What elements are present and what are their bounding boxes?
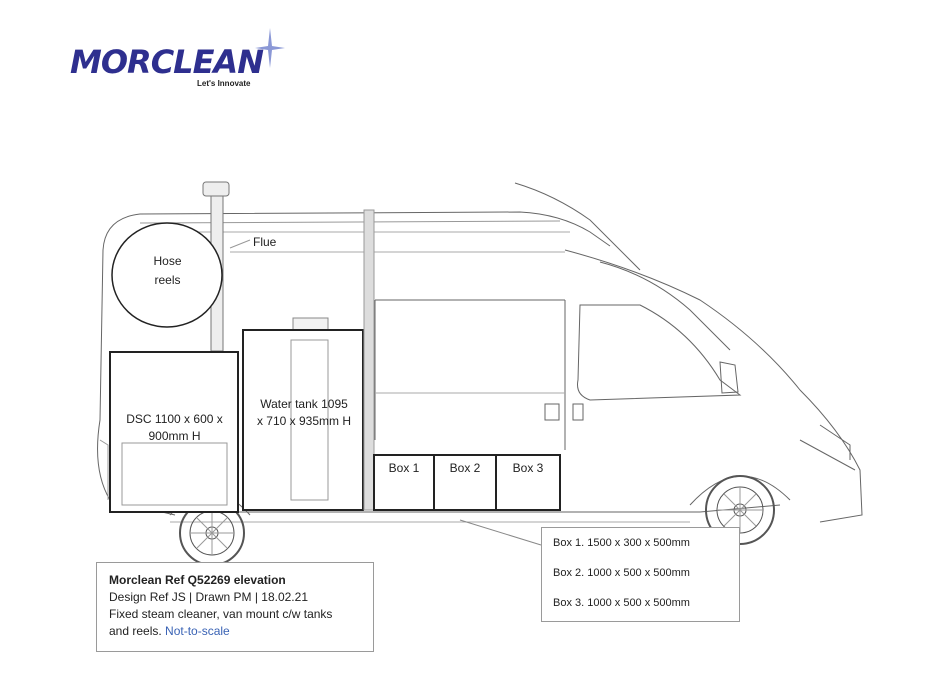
hose-reels-circle bbox=[111, 222, 223, 328]
box-1-shape bbox=[373, 454, 435, 511]
side-window bbox=[577, 304, 742, 401]
box-3-label: Box 3 bbox=[512, 461, 544, 475]
body-panel bbox=[374, 300, 566, 450]
van-rear bbox=[97, 249, 176, 516]
logo-wordmark: MORCLEAN bbox=[70, 43, 264, 81]
front-grille bbox=[799, 439, 856, 471]
water-tank-label-line1: Water tank 1095 bbox=[260, 397, 348, 411]
logo-tagline: Let's Innovate bbox=[197, 79, 251, 88]
van-roof bbox=[102, 211, 611, 251]
dsc-inner-panel bbox=[121, 442, 228, 506]
reference-description-text: and reels. bbox=[109, 624, 162, 638]
water-tank-cap bbox=[292, 317, 329, 331]
hose-reels-label-line2: reels bbox=[154, 273, 181, 287]
windscreen bbox=[599, 261, 731, 351]
box-2-shape bbox=[433, 454, 497, 511]
box-dimensions-box: Box 1. 1500 x 300 x 500mm Box 2. 1000 x … bbox=[541, 527, 740, 622]
door-handle bbox=[544, 403, 560, 421]
rear-bumper bbox=[99, 439, 109, 500]
box-2-dimensions: Box 2. 1000 x 500 x 500mm bbox=[553, 567, 690, 579]
front-wheel bbox=[705, 475, 775, 545]
hose-reels-label-line1: Hose bbox=[153, 254, 182, 268]
box-3-dimensions: Box 3. 1000 x 500 x 500mm bbox=[553, 597, 690, 609]
water-tank-gauge bbox=[290, 339, 329, 501]
reference-description-line: Fixed steam cleaner, van mount c/w tanks bbox=[109, 607, 333, 621]
not-to-scale-note: Not-to-scale bbox=[165, 624, 230, 638]
spec-leader bbox=[459, 519, 542, 546]
dsc-label-line1: DSC 1100 x 600 x bbox=[126, 412, 223, 426]
reference-info-box: Morclean Ref Q52269 elevation Design Ref… bbox=[96, 562, 374, 652]
star-icon bbox=[255, 28, 285, 68]
reference-design-line: Design Ref JS | Drawn PM | 18.02.21 bbox=[109, 590, 308, 604]
reference-description-line2: and reels. Not-to-scale bbox=[109, 624, 230, 638]
water-tank-label-line2: x 710 x 935mm H bbox=[256, 414, 352, 428]
flue-leader bbox=[229, 239, 251, 249]
box-3-shape bbox=[495, 454, 561, 511]
door-handle-2 bbox=[572, 403, 584, 421]
box-1-label: Box 1 bbox=[388, 461, 420, 475]
mirror bbox=[719, 361, 739, 394]
dsc-label-line2: 900mm H bbox=[148, 429, 201, 443]
cab-front bbox=[564, 249, 863, 523]
flue-label: Flue bbox=[253, 235, 277, 249]
box-2-label: Box 2 bbox=[449, 461, 481, 475]
sill-line bbox=[180, 504, 781, 513]
box-1-dimensions: Box 1. 1500 x 300 x 500mm bbox=[553, 537, 690, 549]
reference-title: Morclean Ref Q52269 elevation bbox=[109, 573, 286, 587]
partition-post bbox=[363, 209, 375, 511]
van-roof-rail bbox=[139, 220, 561, 224]
morclean-logo: MORCLEAN Let's Innovate bbox=[70, 28, 290, 98]
front-lights bbox=[819, 424, 851, 460]
van-high-roof bbox=[514, 182, 641, 271]
